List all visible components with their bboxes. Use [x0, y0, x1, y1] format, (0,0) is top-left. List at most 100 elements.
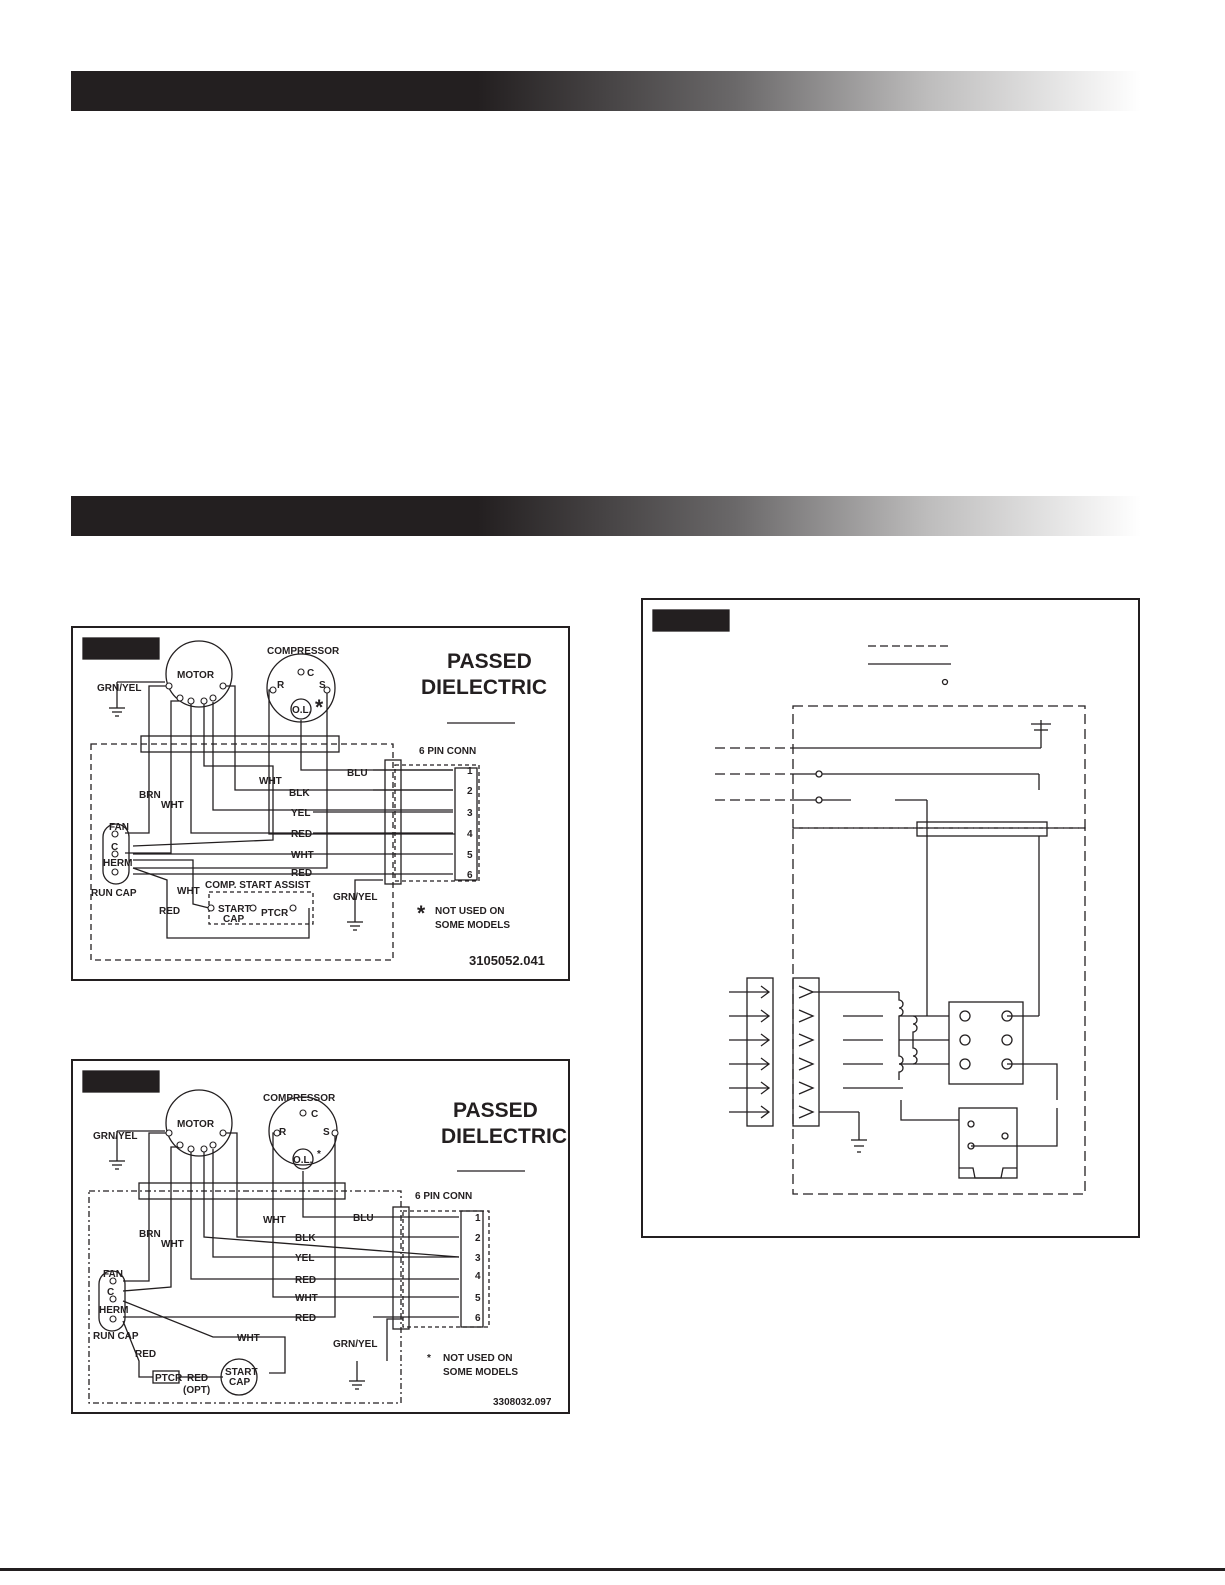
overload-circle	[290, 698, 312, 720]
part-number: 3105052.041	[469, 953, 545, 968]
motor-circle	[165, 1089, 233, 1157]
blk-label: BLK	[295, 1233, 316, 1244]
blk-label: BLK	[289, 788, 310, 799]
note-line2: SOME MODELS	[435, 920, 510, 931]
wht-label-2: WHT	[259, 776, 282, 787]
title-line1: PASSED	[453, 1099, 538, 1122]
ground-label-2: GRN/YEL	[333, 892, 377, 903]
bottom-enclosure	[792, 827, 1086, 1195]
run-cap-label: RUN CAP	[93, 1331, 139, 1342]
comp-s-label: S	[323, 1127, 330, 1138]
top-enclosure	[792, 705, 1086, 829]
ground-label: GRN/YEL	[93, 1131, 137, 1142]
overload-circle	[292, 1148, 314, 1170]
pin-5: 5	[475, 1293, 481, 1304]
c-label: C	[107, 1287, 114, 1298]
connector-shell	[392, 1206, 410, 1330]
red-label: RED	[295, 1275, 316, 1286]
pin-2: 2	[475, 1233, 481, 1244]
connector-shell	[384, 759, 402, 885]
pin-4: 4	[467, 829, 473, 840]
part-number: 3308032.097	[493, 1397, 552, 1408]
ptcr-label: PTCR	[155, 1373, 183, 1384]
pin-5: 5	[467, 850, 473, 861]
footer-rule	[0, 1568, 1225, 1571]
note-asterisk: *	[417, 902, 426, 925]
comp-c-label: C	[311, 1109, 318, 1120]
wht-label-3: WHT	[237, 1333, 260, 1344]
asterisk-mark: *	[315, 696, 324, 719]
brn-label: BRN	[139, 1229, 161, 1240]
start-label: START	[225, 1367, 258, 1378]
run-cap-outline	[102, 823, 130, 885]
red-label-2: RED	[295, 1313, 316, 1324]
ground-label: GRN/YEL	[97, 683, 141, 694]
wht-label: WHT	[161, 800, 184, 811]
wht-label: WHT	[161, 1239, 184, 1250]
pin-1: 1	[467, 766, 473, 777]
pin-4: 4	[475, 1271, 481, 1282]
conduit-bar	[140, 735, 340, 753]
compressor-label: COMPRESSOR	[263, 1093, 336, 1104]
asterisk-mark: *	[317, 1149, 321, 1160]
conduit-bar	[138, 1182, 346, 1200]
wht-label-3: WHT	[177, 886, 200, 897]
wht-wire-label: WHT	[295, 1293, 318, 1304]
wiring-diagram-3	[641, 598, 1140, 1238]
six-pin-conn-label: 6 PIN CONN	[419, 746, 476, 757]
figure-label-box	[82, 1070, 160, 1093]
note-line1: NOT USED ON	[443, 1353, 512, 1364]
cap-label: CAP	[229, 1377, 250, 1388]
motor-label: MOTOR	[177, 1119, 215, 1130]
overload-label: O.L.	[293, 1155, 313, 1166]
pin-block	[454, 767, 478, 881]
red-label-3: RED	[135, 1349, 156, 1360]
pin-2: 2	[467, 786, 473, 797]
run-cap-outline	[98, 1270, 126, 1332]
figure-label-box	[82, 637, 160, 660]
wht-wire-label: WHT	[291, 850, 314, 861]
note-asterisk: *	[427, 1353, 431, 1364]
comp-r-label: R	[279, 1127, 287, 1138]
six-pin-conn-label: 6 PIN CONN	[415, 1191, 472, 1202]
start-label: START	[218, 904, 251, 915]
blu-label: BLU	[353, 1213, 374, 1224]
title-line1: PASSED	[447, 650, 532, 673]
right-connector	[792, 977, 820, 1127]
enclosure-outline	[90, 743, 394, 961]
connector-dashed	[402, 1210, 490, 1328]
wiring-diagram-1-svg: PASSED DIELECTRIC MOTOR COMPRESSOR C R S…	[82, 637, 547, 968]
section-header-bar-middle	[71, 496, 1141, 536]
herm-label: HERM	[103, 858, 132, 869]
comp-c-label: C	[307, 668, 314, 679]
wiring-diagram-1: PASSED DIELECTRIC MOTOR COMPRESSOR C R S…	[71, 626, 570, 981]
pin-3: 3	[467, 808, 473, 819]
brn-label: BRN	[139, 790, 161, 801]
compressor-label: COMPRESSOR	[267, 646, 340, 657]
red-label-3: RED	[159, 906, 180, 917]
relay-block	[948, 1001, 1024, 1085]
motor-label: MOTOR	[177, 670, 215, 681]
note-line1: NOT USED ON	[435, 906, 504, 917]
conduit-bar	[916, 821, 1048, 837]
cap-label: CAP	[223, 914, 244, 925]
pin-1: 1	[475, 1213, 481, 1224]
red-opt-label: RED	[187, 1373, 208, 1384]
note-line2: SOME MODELS	[443, 1367, 518, 1378]
ground-label-2: GRN/YEL	[333, 1339, 377, 1350]
section-header-bar-top	[71, 71, 1141, 111]
comp-start-assist-label: COMP. START ASSIST	[205, 880, 310, 891]
title-line2: DIELECTRIC	[421, 676, 547, 699]
wht-label-2: WHT	[263, 1215, 286, 1226]
pin-3: 3	[475, 1253, 481, 1264]
connector-dashed	[394, 764, 480, 882]
figure-label-box	[652, 609, 730, 632]
wiring-diagram-3-svg	[652, 609, 1086, 1195]
opt-label: (OPT)	[183, 1385, 210, 1396]
c-label: C	[111, 842, 118, 853]
title-line2: DIELECTRIC	[441, 1125, 567, 1148]
yel-label: YEL	[295, 1253, 314, 1264]
pin-6: 6	[467, 870, 473, 881]
start-cap-circle	[220, 1358, 258, 1396]
comp-s-label: S	[319, 680, 326, 691]
